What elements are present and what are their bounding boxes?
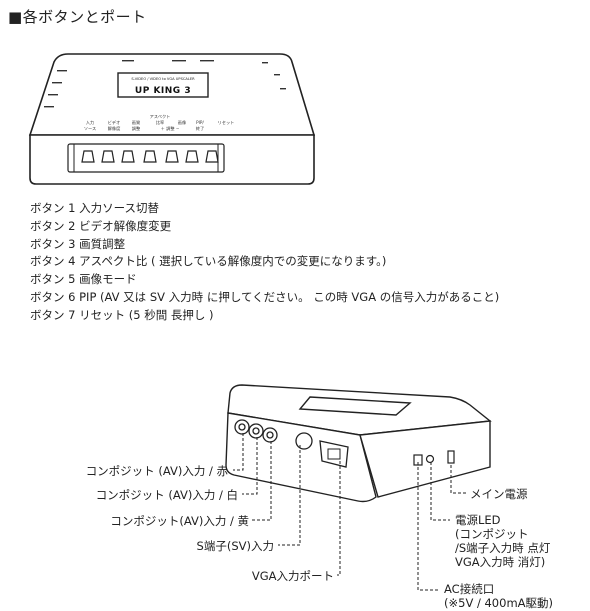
list-item: ボタン 4 アスペクト比 ( 選択している解像度内での変更になります。) (30, 254, 387, 269)
svg-text:リセット: リセット (218, 120, 235, 125)
svg-text:終了: 終了 (196, 125, 204, 132)
device-buttons (81, 150, 219, 163)
power-switch (447, 450, 455, 464)
label-power-led: 電源LED (コンポジット /S端子入力時 点灯 VGA入力時 消灯) (455, 513, 551, 569)
svg-text:調整: 調整 (132, 125, 141, 132)
label-composite-yellow: コンポジット(AV)入力 / 黄 (110, 514, 249, 528)
label-vga-port: VGA入力ポート (251, 569, 334, 583)
list-item: ボタン 6 PIP (AV 又は SV 入力時 に押してください。 この時 VG… (30, 289, 500, 304)
label-composite-red: コンポジット (AV)入力 / 赤 (85, 464, 228, 478)
svg-text:ビデオ: ビデオ (108, 119, 121, 126)
device-logo-panel (117, 72, 209, 98)
list-item: ボタン 7 リセット (5 秒間 長押し ) (30, 307, 214, 322)
list-item: ボタン 5 画像モード (30, 272, 137, 287)
device-logo-subtitle: S-VIDEO / VIDEO to VGA UPSCALER (131, 77, 195, 81)
device-rear-illustration (225, 384, 492, 503)
list-item: ボタン 3 画質調整 (30, 236, 126, 251)
svg-text:PIP/: PIP/ (196, 120, 204, 125)
label-main-power: メイン電源 (470, 487, 528, 501)
section-heading: ■各ボタンとポート (8, 8, 147, 26)
svg-text:画像: 画像 (178, 119, 187, 126)
s-video-port (295, 432, 313, 450)
device-logo-name: UP KING 3 (135, 86, 191, 96)
device-top-marks (44, 60, 286, 108)
power-led (425, 454, 435, 464)
device-top-illustration: S-VIDEO / VIDEO to VGA UPSCALER UP KING … (28, 53, 316, 185)
button-description-list: ボタン 1 入力ソース切替 ボタン 2 ビデオ解像度変更 ボタン 3 画質調整 … (30, 200, 499, 325)
label-ac-port: AC接続口 (※5V / 400mA駆動) (444, 582, 553, 610)
label-s-video: S端子(SV)入力 (196, 539, 274, 553)
device-rear-window (298, 396, 412, 416)
svg-text:画質: 画質 (132, 119, 140, 126)
device-button-labels: 入力 ソース ビデオ 解像度 画質 調整 アスペクト 比率 ＋ 調整 − 画像 … (84, 114, 235, 132)
svg-text:ソース: ソース (84, 126, 96, 131)
label-composite-white: コンポジット (AV)入力 / 白 (95, 488, 238, 502)
svg-text:入力: 入力 (86, 119, 94, 126)
svg-text:アスペクト: アスペクト (150, 114, 171, 120)
svg-text:比率: 比率 (156, 119, 164, 126)
list-item: ボタン 1 入力ソース切替 (30, 201, 160, 215)
list-item: ボタン 2 ビデオ解像度変更 (30, 218, 172, 233)
svg-text:解像度: 解像度 (108, 125, 121, 132)
device-rear-side-face (359, 420, 491, 498)
ac-port (413, 454, 423, 466)
svg-text:＋ 調整 −: ＋ 調整 − (161, 125, 180, 132)
